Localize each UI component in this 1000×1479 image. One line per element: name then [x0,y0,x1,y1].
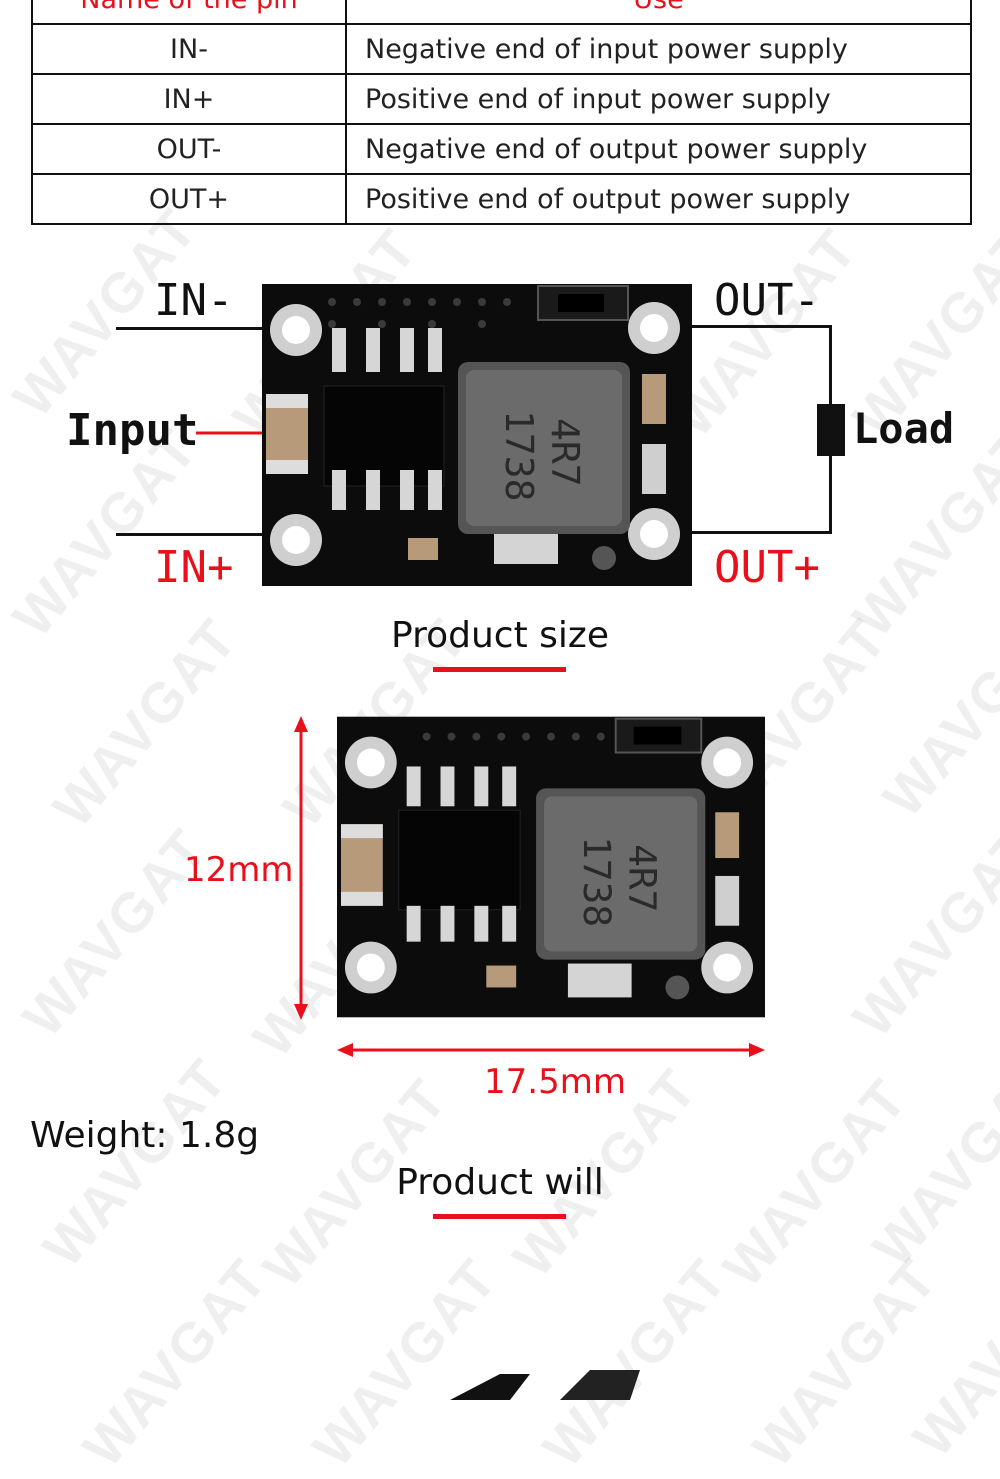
out-minus-label: OUT- [714,275,820,326]
watermark: WAVGAT [300,1246,510,1479]
pin-table: Name of the pin Use IN- Negative end of … [31,0,972,225]
in-minus-label: IN- [154,275,234,326]
table-header-row: Name of the pin Use [31,0,972,25]
wire-out-minus [672,325,832,328]
wire-in-minus [116,327,278,330]
inductor-marking: 4R7 [543,418,587,487]
watermark: WAVGAT [70,1246,280,1479]
table-row: OUT+ Positive end of output power supply [31,173,972,225]
load-label: Load [853,404,955,453]
height-dimension-arrow-icon [294,716,308,1020]
pin-name: OUT+ [31,173,347,225]
product-size-underline [433,667,566,672]
load-resistor-icon [817,404,845,456]
product-size-title: Product size [391,615,609,656]
product-will-title: Product will [396,1162,604,1203]
pin-use: Negative end of input power supply [345,23,972,75]
pin-name: IN+ [31,73,347,125]
pin-name: IN- [31,23,347,75]
table-row: IN+ Positive end of input power supply [31,73,972,125]
table-row: IN- Negative end of input power supply [31,23,972,75]
wire-out-plus [672,531,832,534]
height-label: 12mm [184,850,294,890]
inductor-marking: 4R7 [621,844,665,912]
pin-use: Positive end of output power supply [345,173,972,225]
width-dimension-arrow-icon [337,1043,765,1057]
product-will-underline [433,1214,566,1219]
watermark: WAVGAT [40,606,250,839]
header-pin-name: Name of the pin [31,0,347,25]
out-plus-label: OUT+ [714,542,820,593]
product-partial-image [450,1370,640,1400]
watermark: WAVGAT [840,816,1000,1049]
weight-label: Weight: 1.8g [30,1115,260,1156]
pcb-board-image: 4R7 1738 [262,284,692,586]
pin-name: OUT- [31,123,347,175]
table-row: OUT- Negative end of output power supply [31,123,972,175]
in-plus-label: IN+ [154,542,234,593]
wire-in-plus [116,533,278,536]
width-label: 17.5mm [484,1062,626,1102]
watermark: WAVGAT [530,1246,740,1479]
pin-use: Positive end of input power supply [345,73,972,125]
watermark: WAVGAT [30,1046,240,1279]
pin-use: Negative end of output power supply [345,123,972,175]
input-label: Input [66,405,199,456]
pcb-board-size-image: 4R7 1738 [337,716,765,1018]
header-use: Use [345,0,972,25]
inductor-marking: 1738 [575,836,619,927]
inductor-marking: 1738 [497,410,541,502]
